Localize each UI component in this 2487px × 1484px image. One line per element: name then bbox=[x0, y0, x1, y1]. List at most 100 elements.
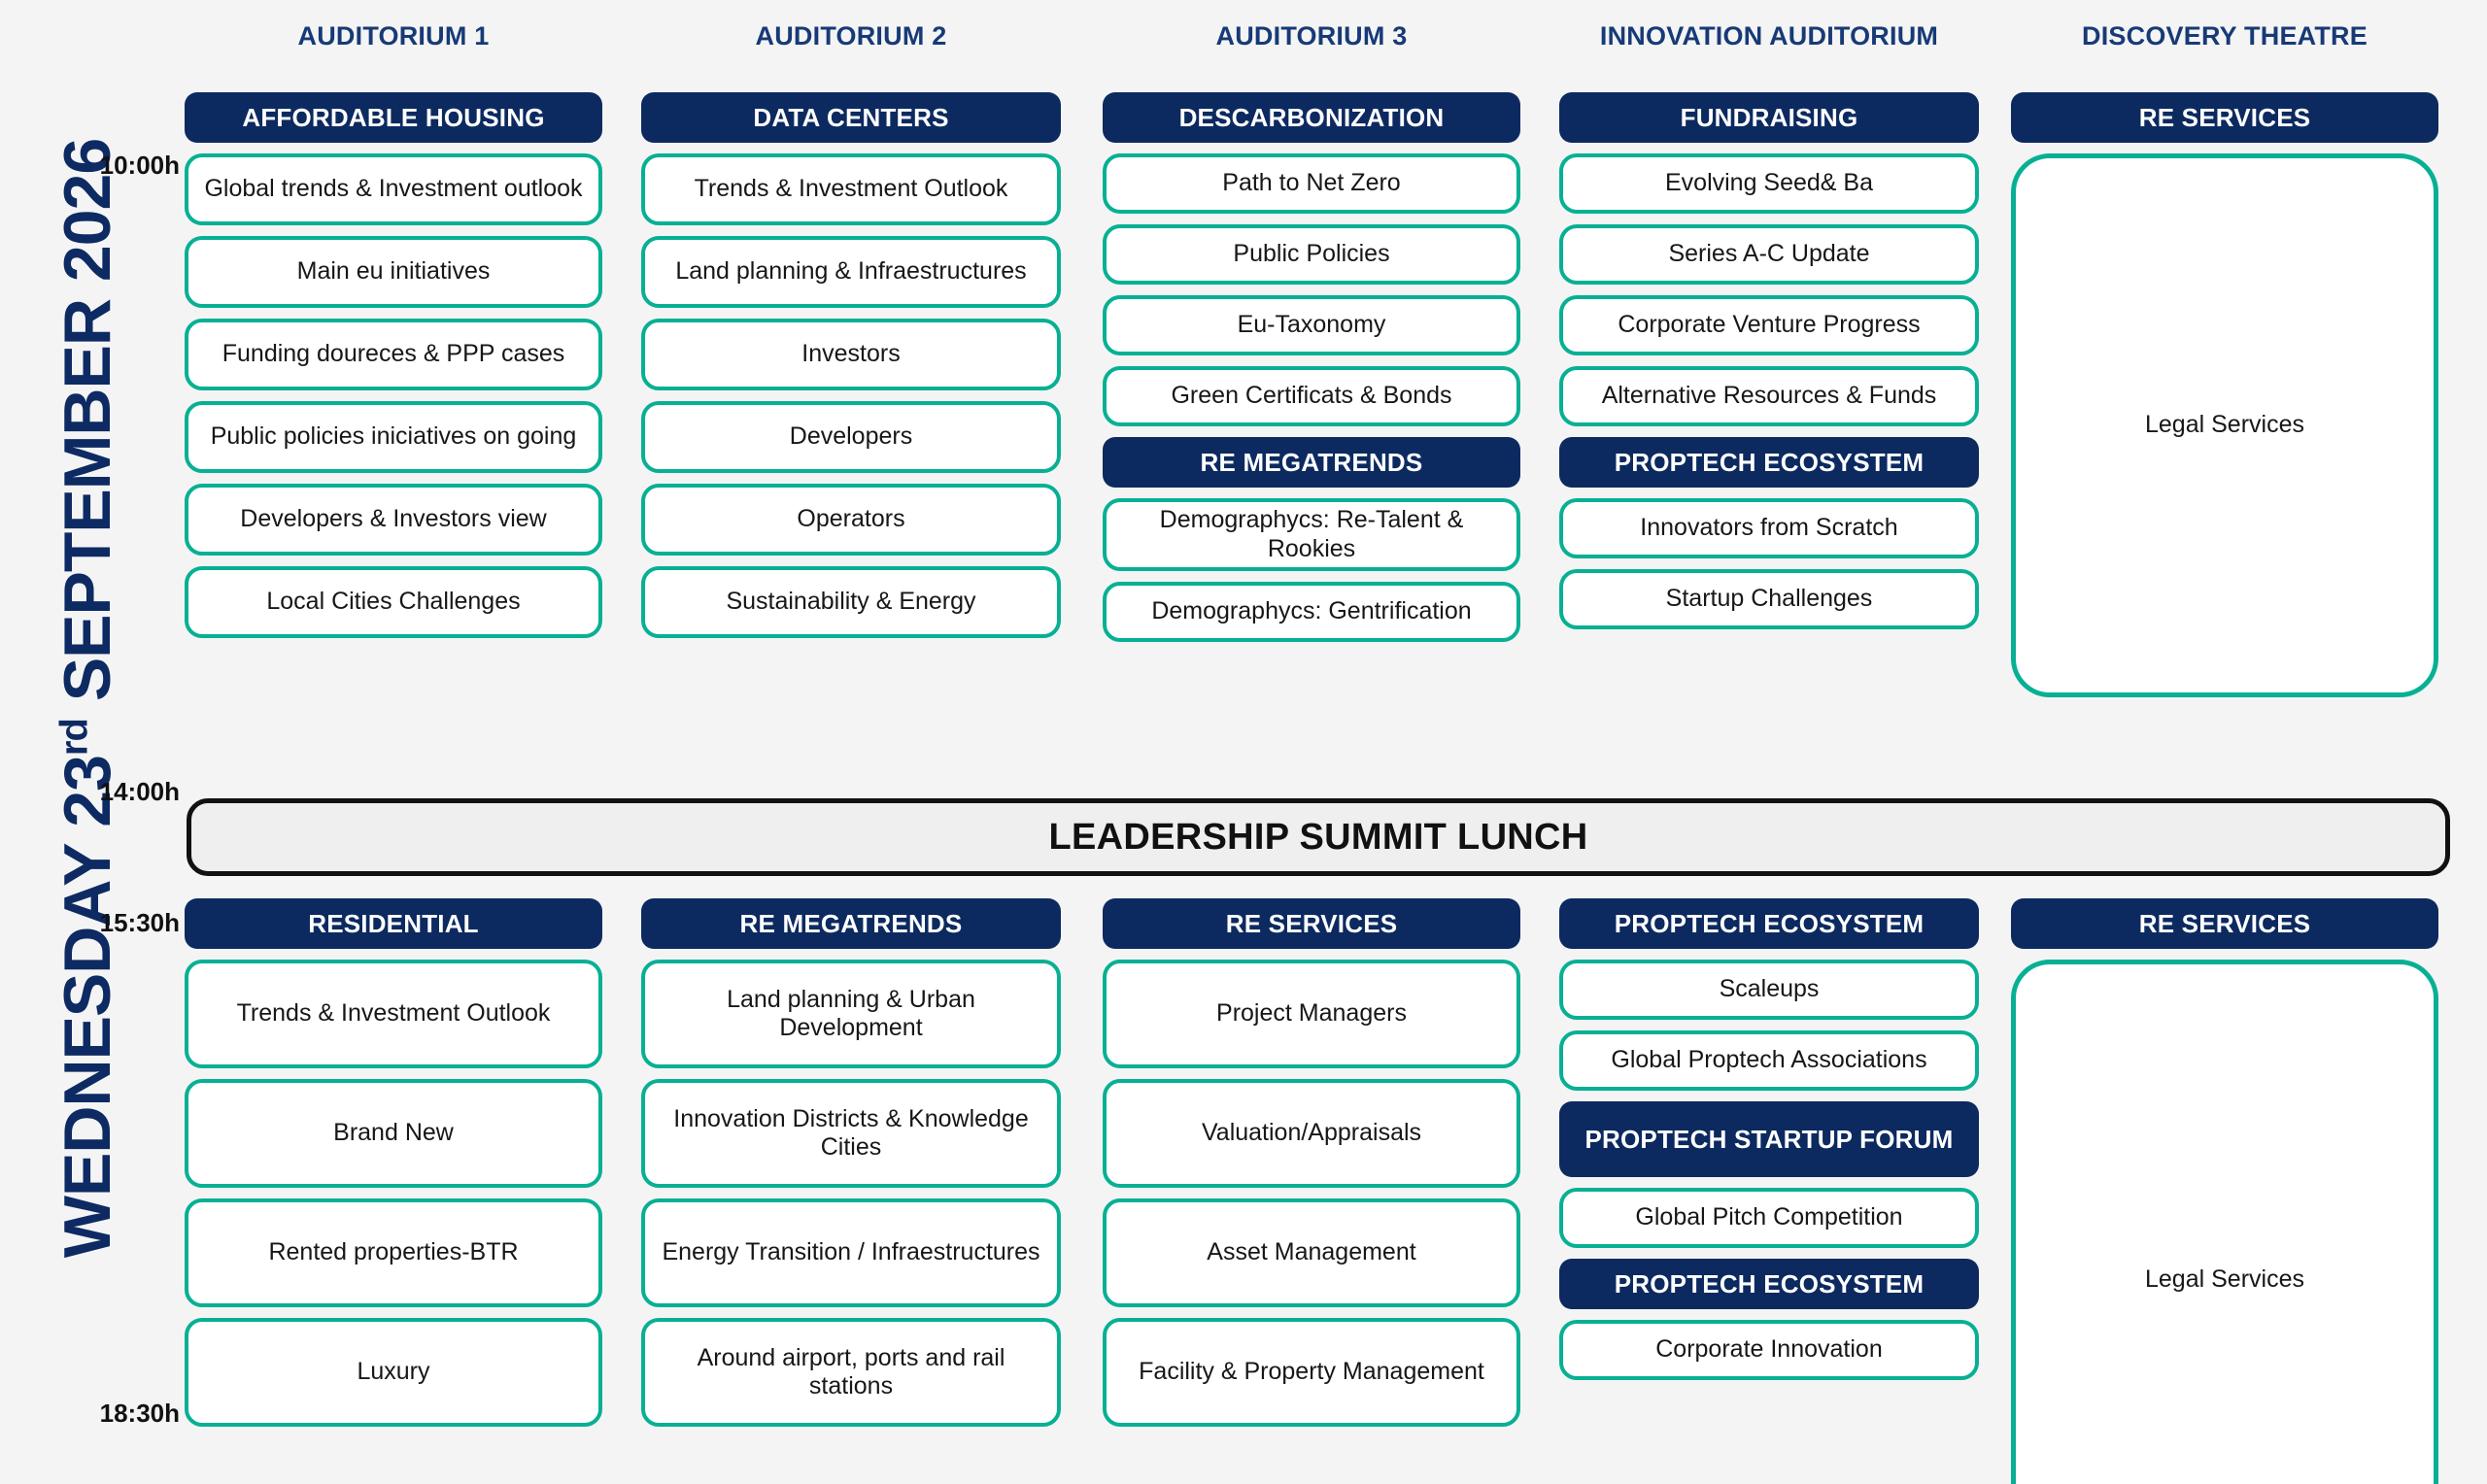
afternoon-track-discovery-theatre: RE SERVICES Legal Services bbox=[2011, 898, 2438, 1484]
track-title-auditorium-3-morning-5[interactable]: RE MEGATRENDS bbox=[1103, 437, 1520, 488]
track-title-label: RE SERVICES bbox=[2138, 908, 2311, 938]
session-card-auditorium-3-afternoon-3[interactable]: Asset Management bbox=[1103, 1198, 1520, 1307]
track-title-label: AFFORDABLE HOUSING bbox=[242, 102, 545, 132]
session-card-auditorium-1-morning-3[interactable]: Funding doureces & PPP cases bbox=[185, 319, 602, 390]
session-label: Local Cities Challenges bbox=[266, 588, 521, 616]
session-card-auditorium-1-morning-4[interactable]: Public policies iniciatives on going bbox=[185, 401, 602, 473]
session-card-discovery-theatre-morning-1[interactable]: Legal Services bbox=[2011, 153, 2438, 697]
session-label: Rented properties-BTR bbox=[268, 1238, 519, 1266]
session-card-auditorium-1-afternoon-1[interactable]: Trends & Investment Outlook bbox=[185, 960, 602, 1068]
track-title-discovery-theatre-afternoon-0[interactable]: RE SERVICES bbox=[2011, 898, 2438, 949]
session-card-auditorium-3-morning-2[interactable]: Public Policies bbox=[1103, 224, 1520, 285]
session-card-auditorium-1-morning-1[interactable]: Global trends & Investment outlook bbox=[185, 153, 602, 225]
session-card-innovation-auditorium-morning-4[interactable]: Alternative Resources & Funds bbox=[1559, 366, 1979, 426]
track-title-label: RE MEGATRENDS bbox=[739, 908, 963, 938]
session-label: Land planning & Urban Development bbox=[727, 985, 975, 1042]
session-card-auditorium-1-afternoon-3[interactable]: Rented properties-BTR bbox=[185, 1198, 602, 1307]
session-card-auditorium-2-morning-2[interactable]: Land planning & Infraestructures bbox=[641, 236, 1061, 308]
track-title-innovation-auditorium-morning-5[interactable]: PROPTECH ECOSYSTEM bbox=[1559, 437, 1979, 488]
session-card-auditorium-2-morning-3[interactable]: Investors bbox=[641, 319, 1061, 390]
session-card-auditorium-3-morning-4[interactable]: Green Certificats & Bonds bbox=[1103, 366, 1520, 426]
session-label: Alternative Resources & Funds bbox=[1601, 382, 1937, 410]
session-label: Evolving Seed& Ba bbox=[1664, 169, 1874, 197]
session-label: Demographycs: Re-Talent & Rookies bbox=[1159, 506, 1464, 562]
session-label: Around airport, ports and rail stations bbox=[697, 1343, 1005, 1400]
session-card-auditorium-3-afternoon-1[interactable]: Project Managers bbox=[1103, 960, 1520, 1068]
date-month-year: SEPTEMBER 2026 bbox=[51, 138, 124, 702]
track-title-innovation-auditorium-afternoon-3[interactable]: PROPTECH STARTUP FORUM bbox=[1559, 1101, 1979, 1177]
session-label: Public policies iniciatives on going bbox=[210, 422, 577, 451]
lunch-label: LEADERSHIP SUMMIT LUNCH bbox=[1048, 816, 1588, 858]
session-label: Corporate Venture Progress bbox=[1618, 311, 1921, 339]
session-card-auditorium-2-afternoon-3[interactable]: Energy Transition / Infraestructures bbox=[641, 1198, 1061, 1307]
session-card-auditorium-2-morning-1[interactable]: Trends & Investment Outlook bbox=[641, 153, 1061, 225]
date-weekday: WEDNESDAY bbox=[51, 844, 124, 1259]
time-marker-end: 18:30h bbox=[99, 1399, 180, 1428]
session-card-auditorium-1-morning-5[interactable]: Developers & Investors view bbox=[185, 484, 602, 556]
track-title-auditorium-1-morning-0[interactable]: AFFORDABLE HOUSING bbox=[185, 92, 602, 143]
session-card-auditorium-2-morning-4[interactable]: Developers bbox=[641, 401, 1061, 473]
track-title-auditorium-1-afternoon-0[interactable]: RESIDENTIAL bbox=[185, 898, 602, 949]
session-label: Funding doureces & PPP cases bbox=[221, 340, 565, 368]
session-card-auditorium-1-morning-2[interactable]: Main eu initiatives bbox=[185, 236, 602, 308]
session-label: Corporate Innovation bbox=[1655, 1335, 1883, 1364]
session-label: Luxury bbox=[357, 1358, 430, 1386]
session-card-auditorium-3-morning-1[interactable]: Path to Net Zero bbox=[1103, 153, 1520, 214]
session-card-auditorium-2-afternoon-4[interactable]: Around airport, ports and rail stations bbox=[641, 1318, 1061, 1427]
track-title-auditorium-2-morning-0[interactable]: DATA CENTERS bbox=[641, 92, 1061, 143]
time-marker-lunch: 14:00h bbox=[99, 777, 180, 806]
session-label: Public Policies bbox=[1233, 240, 1390, 268]
session-card-innovation-auditorium-morning-2[interactable]: Series A-C Update bbox=[1559, 224, 1979, 285]
session-card-auditorium-1-morning-6[interactable]: Local Cities Challenges bbox=[185, 566, 602, 638]
track-title-auditorium-3-afternoon-0[interactable]: RE SERVICES bbox=[1103, 898, 1520, 949]
session-card-auditorium-3-afternoon-4[interactable]: Facility & Property Management bbox=[1103, 1318, 1520, 1427]
session-label: Project Managers bbox=[1216, 999, 1407, 1028]
column-header-discovery-theatre: DISCOVERY THEATRE bbox=[2082, 21, 2368, 51]
track-title-innovation-auditorium-afternoon-5[interactable]: PROPTECH ECOSYSTEM bbox=[1559, 1259, 1979, 1309]
track-title-auditorium-2-afternoon-0[interactable]: RE MEGATRENDS bbox=[641, 898, 1061, 949]
session-card-auditorium-3-morning-6[interactable]: Demographycs: Re-Talent & Rookies bbox=[1103, 498, 1520, 571]
track-title-auditorium-3-morning-0[interactable]: DESCARBONIZATION bbox=[1103, 92, 1520, 143]
track-title-discovery-theatre-morning-0[interactable]: RE SERVICES bbox=[2011, 92, 2438, 143]
session-card-innovation-auditorium-morning-6[interactable]: Innovators from Scratch bbox=[1559, 498, 1979, 558]
session-card-innovation-auditorium-morning-1[interactable]: Evolving Seed& Ba bbox=[1559, 153, 1979, 214]
session-card-innovation-auditorium-afternoon-1[interactable]: Scaleups bbox=[1559, 960, 1979, 1020]
track-title-label: DESCARBONIZATION bbox=[1178, 102, 1445, 132]
morning-track-auditorium-1: AFFORDABLE HOUSING Global trends & Invest… bbox=[185, 92, 602, 649]
track-title-innovation-auditorium-afternoon-0[interactable]: PROPTECH ECOSYSTEM bbox=[1559, 898, 1979, 949]
date-rail: WEDNESDAY 23rd SEPTEMBER 2026 bbox=[0, 0, 124, 1484]
session-card-auditorium-3-morning-3[interactable]: Eu-Taxonomy bbox=[1103, 295, 1520, 355]
session-card-auditorium-2-afternoon-1[interactable]: Land planning & Urban Development bbox=[641, 960, 1061, 1068]
session-card-auditorium-3-afternoon-2[interactable]: Valuation/Appraisals bbox=[1103, 1079, 1520, 1188]
track-title-label: PROPTECH ECOSYSTEM bbox=[1614, 447, 1925, 477]
session-card-auditorium-2-morning-6[interactable]: Sustainability & Energy bbox=[641, 566, 1061, 638]
session-label: Developers & Investors view bbox=[240, 505, 547, 533]
session-card-innovation-auditorium-morning-3[interactable]: Corporate Venture Progress bbox=[1559, 295, 1979, 355]
track-title-label: PROPTECH ECOSYSTEM bbox=[1614, 908, 1925, 938]
track-title-label: RE SERVICES bbox=[2138, 102, 2311, 132]
time-marker-afternoon: 15:30h bbox=[99, 908, 180, 937]
track-title-innovation-auditorium-morning-0[interactable]: FUNDRAISING bbox=[1559, 92, 1979, 143]
session-label: Demographycs: Gentrification bbox=[1151, 597, 1472, 625]
session-card-discovery-theatre-afternoon-1[interactable]: Legal Services bbox=[2011, 960, 2438, 1484]
session-card-innovation-auditorium-afternoon-6[interactable]: Corporate Innovation bbox=[1559, 1320, 1979, 1380]
track-title-label: PROPTECH ECOSYSTEM bbox=[1614, 1268, 1925, 1298]
session-label: Innovators from Scratch bbox=[1640, 514, 1898, 542]
session-card-auditorium-2-afternoon-2[interactable]: Innovation Districts & Knowledge Cities bbox=[641, 1079, 1061, 1188]
session-label: Global Pitch Competition bbox=[1635, 1203, 1903, 1231]
session-card-auditorium-3-morning-7[interactable]: Demographycs: Gentrification bbox=[1103, 582, 1520, 642]
session-card-auditorium-1-afternoon-2[interactable]: Brand New bbox=[185, 1079, 602, 1188]
session-card-innovation-auditorium-afternoon-2[interactable]: Global Proptech Associations bbox=[1559, 1030, 1979, 1091]
session-card-innovation-auditorium-afternoon-4[interactable]: Global Pitch Competition bbox=[1559, 1188, 1979, 1248]
session-card-innovation-auditorium-morning-7[interactable]: Startup Challenges bbox=[1559, 569, 1979, 629]
session-label: Valuation/Appraisals bbox=[1201, 1119, 1422, 1147]
session-label: Brand New bbox=[333, 1119, 454, 1147]
session-card-auditorium-2-morning-5[interactable]: Operators bbox=[641, 484, 1061, 556]
session-label: Developers bbox=[789, 422, 913, 451]
session-label: Trends & Investment Outlook bbox=[236, 999, 551, 1028]
track-title-label: RESIDENTIAL bbox=[308, 908, 479, 938]
session-card-auditorium-1-afternoon-4[interactable]: Luxury bbox=[185, 1318, 602, 1427]
track-title-label: RE MEGATRENDS bbox=[1200, 447, 1423, 477]
